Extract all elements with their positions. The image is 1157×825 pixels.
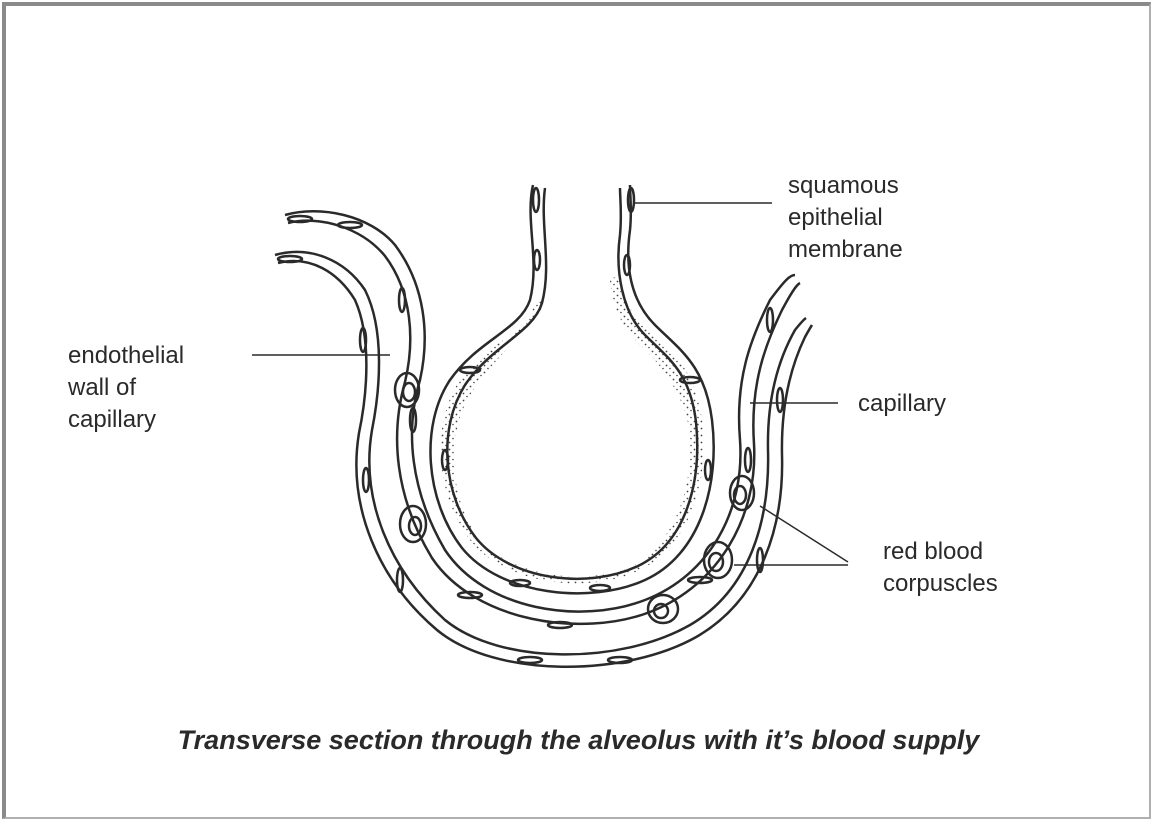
label-endothelial-line-1: endothelial xyxy=(68,340,184,372)
label-squamous-line-1: squamous xyxy=(788,170,903,202)
label-squamous-epithelial-membrane: squamous epithelial membrane xyxy=(788,170,903,266)
label-rbc-line-1: red blood xyxy=(883,536,998,568)
figure-caption: Transverse section through the alveolus … xyxy=(0,725,1157,756)
label-endothelial-line-2: wall of xyxy=(68,372,184,404)
label-capillary: capillary xyxy=(858,388,946,420)
label-red-blood-corpuscles: red blood corpuscles xyxy=(883,536,998,600)
label-squamous-line-3: membrane xyxy=(788,234,903,266)
outer-capillary xyxy=(275,252,812,667)
label-rbc-line-2: corpuscles xyxy=(883,568,998,600)
label-endothelial-line-3: capillary xyxy=(68,404,184,436)
label-capillary-line-1: capillary xyxy=(858,388,946,420)
alveolus-inner-stipple xyxy=(441,275,704,583)
label-endothelial-wall-of-capillary: endothelial wall of capillary xyxy=(68,340,184,436)
label-squamous-line-2: epithelial xyxy=(788,202,903,234)
